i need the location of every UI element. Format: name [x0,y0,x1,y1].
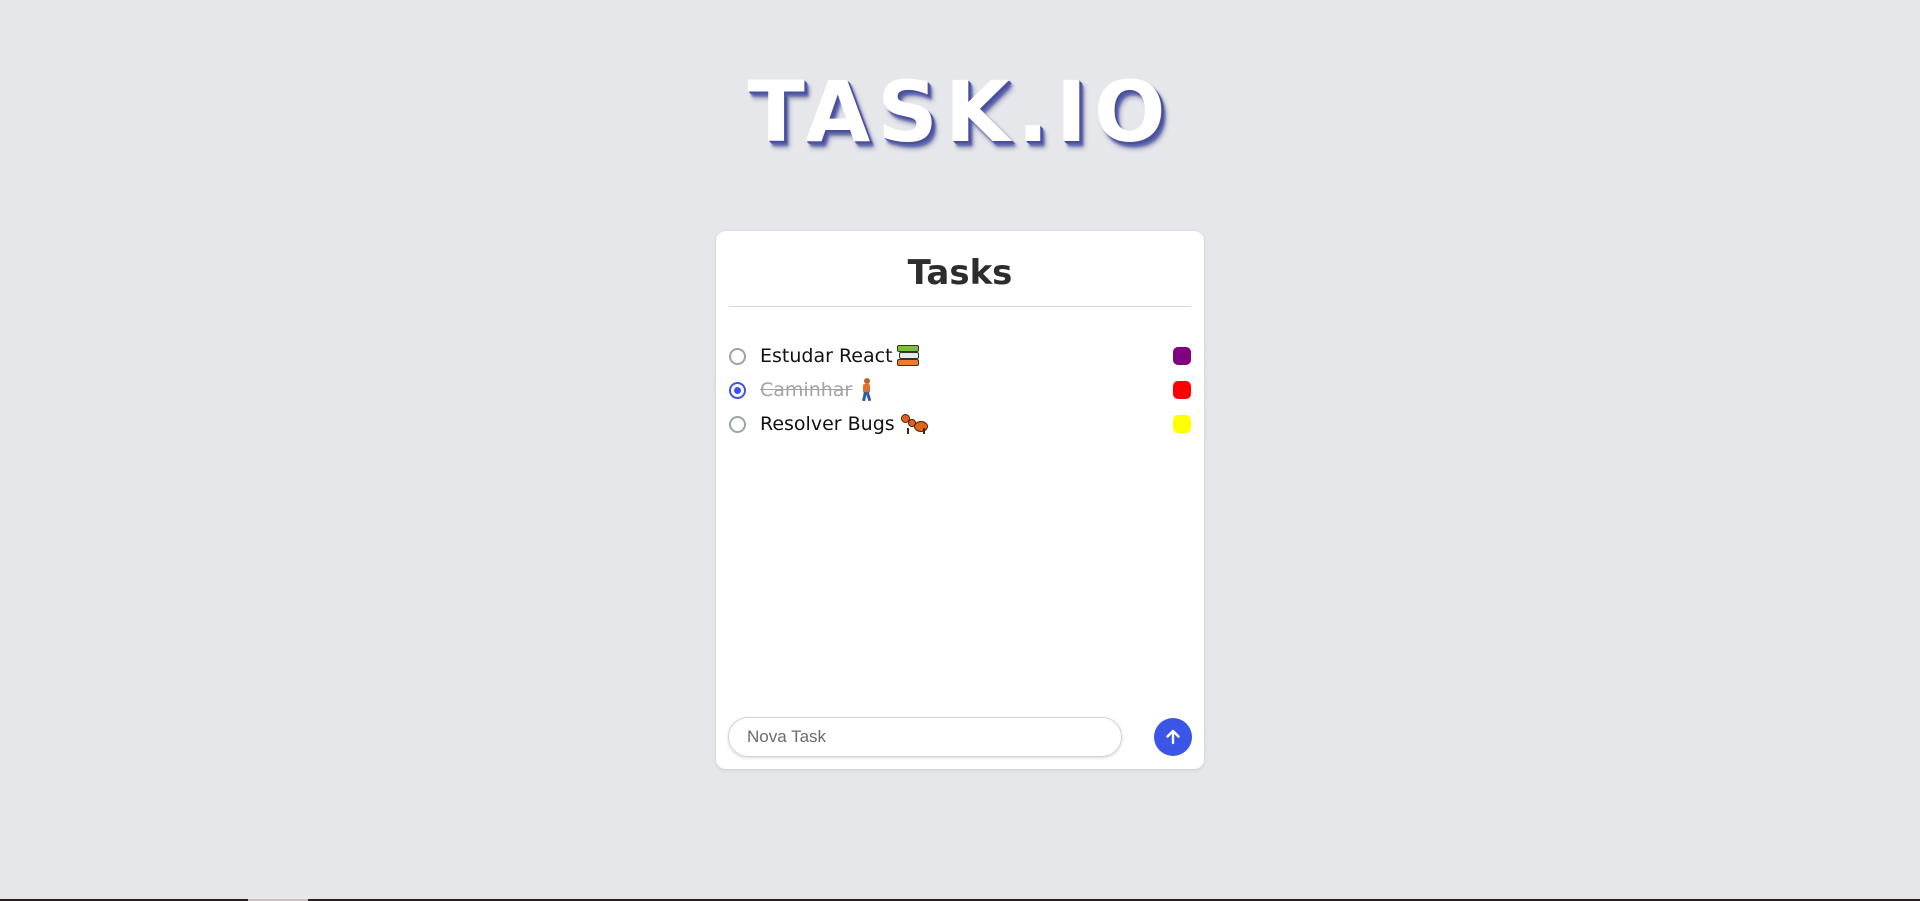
task-checkbox[interactable] [729,415,746,433]
app-logo: TASK.IO [747,63,1173,161]
title-divider [729,306,1191,307]
new-task-input[interactable] [728,717,1122,757]
tasks-card: Tasks Estudar React Caminhar [716,231,1204,769]
person-walking-icon [856,378,878,402]
task-label[interactable]: Resolver Bugs [760,412,929,436]
new-task-form [728,717,1192,757]
ant-icon [900,412,929,436]
add-task-button[interactable] [1154,718,1192,756]
task-item-resolver-bugs: Resolver Bugs [729,407,1191,441]
task-checkbox[interactable] [729,381,746,399]
task-color-tag-red[interactable] [1173,381,1191,399]
task-label[interactable]: Estudar React [760,344,919,368]
task-color-tag-purple[interactable] [1173,347,1191,365]
bottom-edge-bar [0,899,1920,901]
task-item-caminhar: Caminhar [729,373,1191,407]
task-label[interactable]: Caminhar [760,378,878,402]
task-item-estudar-react: Estudar React [729,339,1191,373]
task-color-tag-yellow[interactable] [1173,415,1191,433]
card-title: Tasks [907,253,1013,293]
task-list: Estudar React Caminhar Resolver Bugs [729,339,1191,441]
task-checkbox[interactable] [729,347,746,365]
arrow-up-icon [1166,729,1180,745]
books-icon [896,344,919,368]
